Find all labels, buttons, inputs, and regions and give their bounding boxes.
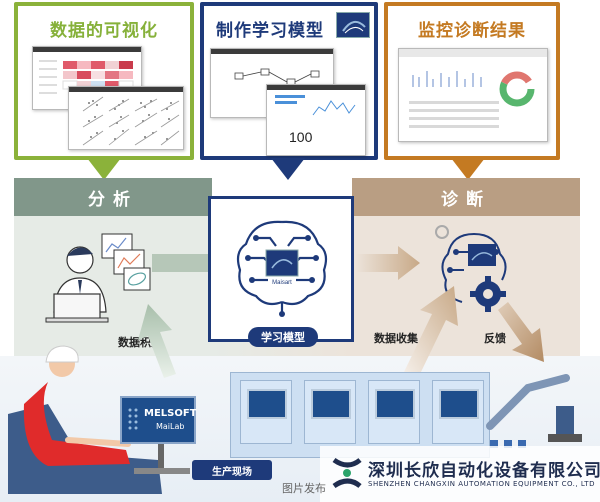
arrow-down-feedback [498, 302, 544, 362]
visualization-panel: 数据的可视化 [14, 2, 194, 160]
machine-3 [368, 380, 420, 444]
maisart-text: Maisart [272, 280, 292, 286]
diagnosis-screenshot [398, 48, 548, 142]
diagnosis-pointer [451, 158, 485, 180]
arrow-up-to-diagnosis [404, 286, 458, 374]
maisart-logo-icon [336, 12, 370, 38]
melsoft-text: MELSOFT [144, 408, 197, 419]
feedback-label: 反馈 [484, 332, 506, 345]
diagnosis-area [352, 216, 580, 356]
production-site-badge: 生产现场 [192, 460, 272, 480]
learning-model-badge: 学习模型 [248, 327, 318, 347]
arrow-up-to-analysis [138, 304, 176, 378]
model-result-image [275, 95, 356, 116]
data-collection-label: 数据收集 [374, 332, 418, 345]
model-panel: 制作学习模型 100 [200, 2, 378, 160]
operator-illustration [8, 345, 190, 494]
visualization-title: 数据的可视化 [50, 21, 158, 41]
arrow-to-diagnosis [356, 246, 420, 280]
brain-circuit-icon: Maisart [236, 220, 328, 317]
machine-1 [240, 380, 292, 444]
visualization-pointer [87, 158, 121, 180]
diagnosis-panel: 监控诊断结果 [384, 2, 560, 160]
scatter-matrix-image [82, 96, 180, 146]
machine-4 [432, 380, 484, 444]
melsoft-dots-icon [128, 408, 138, 430]
visualization-screenshot-scatter [68, 86, 184, 150]
arrow-to-model [152, 254, 208, 272]
melsoft-monitor: MELSOFT MaiLab [120, 396, 197, 444]
company-name-cn: 深圳长欣自动化设备有限公司 [368, 461, 600, 481]
diagnosis-header: 诊断 [352, 178, 580, 216]
robot-arm-illustration [486, 374, 582, 448]
model-result-value: 100 [289, 129, 313, 145]
company-banner: 深圳长欣自动化设备有限公司 SHENZHEN CHANGXIN AUTOMATI… [320, 446, 600, 502]
watermark-text: 图片发布 [282, 482, 326, 495]
machine-2 [304, 380, 356, 444]
company-name-en: SHENZHEN CHANGXIN AUTOMATION EQUIPMENT C… [368, 480, 595, 488]
diagnosis-dashboard-image [409, 71, 535, 128]
diagnosis-title: 监控诊断结果 [418, 21, 526, 41]
heatmap-image [39, 60, 134, 94]
model-graph-image [234, 68, 320, 86]
analyst-illustration [45, 233, 151, 323]
company-logo-icon [332, 457, 362, 489]
model-pointer [271, 158, 305, 180]
analysis-header: 分析 [14, 178, 212, 216]
mailab-text: MaiLab [156, 422, 185, 431]
model-title: 制作学习模型 [216, 21, 324, 41]
model-screenshot-result: 100 [266, 84, 366, 156]
